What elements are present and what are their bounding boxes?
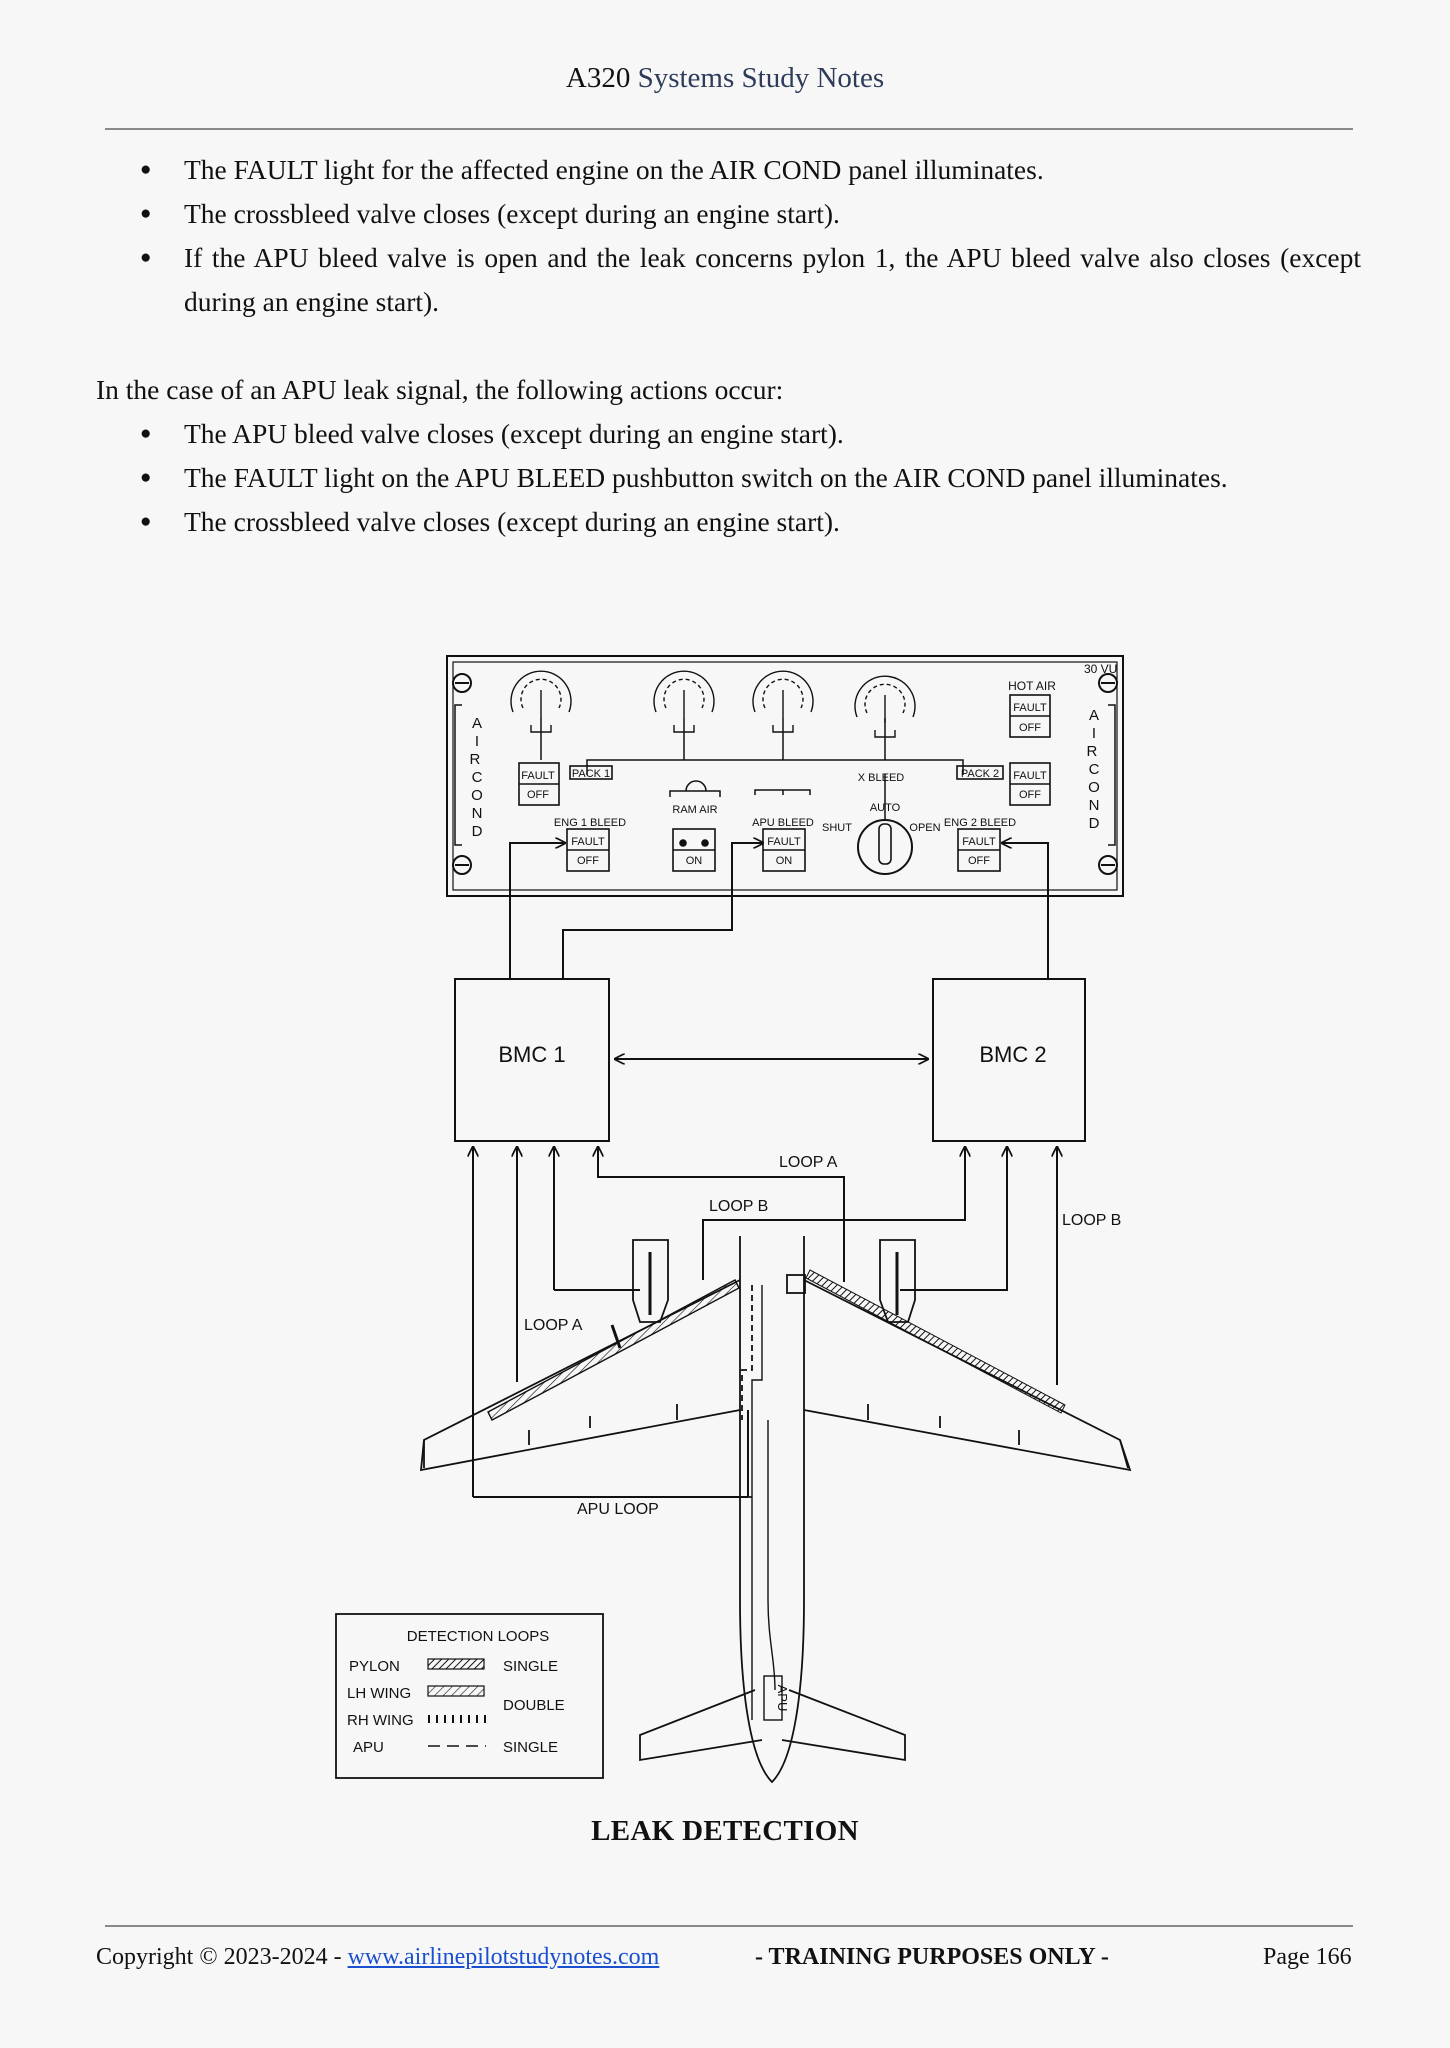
pack1-off: OFF	[527, 789, 549, 801]
page-number: Page 166	[1263, 1944, 1352, 1970]
loop-b-label-right: LOOP B	[1062, 1212, 1121, 1229]
legend-apu: APU	[353, 1739, 384, 1756]
apu-bleed-label: APU BLEED	[752, 817, 814, 829]
hot-air-off: OFF	[1019, 722, 1041, 734]
footer-rule	[105, 1925, 1353, 1927]
loop-a-label-left: LOOP A	[524, 1317, 583, 1334]
apu-bleed-fault: FAULT	[767, 836, 801, 848]
temperature-selector-knobs	[510, 670, 916, 738]
footer-notice: - TRAINING PURPOSES ONLY -	[755, 1944, 1109, 1970]
loop-a-label-top: LOOP A	[779, 1154, 838, 1171]
bmc-2-label: BMC 2	[979, 1042, 1046, 1067]
eng1-fault: FAULT	[571, 836, 605, 848]
list-item: The APU bleed valve closes (except durin…	[96, 412, 1361, 456]
rh-wing-loop	[805, 1269, 1066, 1414]
lh-wing-loop	[487, 1279, 740, 1421]
bmc-2-box	[932, 978, 1086, 1142]
legend-apu-type: SINGLE	[503, 1739, 558, 1756]
website-link[interactable]: www.airlinepilotstudynotes.com	[347, 1944, 660, 1970]
x-bleed-selector	[857, 819, 913, 875]
pack2-label: PACK 2	[961, 768, 999, 780]
legend-lh-wing: LH WING	[347, 1685, 411, 1702]
page-header: A320 Systems Study Notes	[0, 62, 1450, 95]
eng1-bleed-label: ENG 1 BLEED	[554, 817, 626, 829]
list-item: If the APU bleed valve is open and the l…	[96, 236, 1361, 324]
header-title: Systems Study Notes	[637, 62, 885, 94]
list-item: The crossbleed valve closes (except duri…	[96, 500, 1361, 544]
apu-actions-list: The APU bleed valve closes (except durin…	[96, 412, 1361, 544]
ram-air-label: RAM AIR	[672, 804, 717, 816]
hot-air-fault: FAULT	[1013, 702, 1047, 714]
list-item: The FAULT light on the APU BLEED pushbut…	[96, 456, 1361, 500]
bmc-1-label: BMC 1	[498, 1042, 565, 1067]
ram-air-on: ON	[686, 855, 703, 867]
auto-label: AUTO	[870, 802, 901, 814]
eng2-fault: FAULT	[962, 836, 996, 848]
legend-double-type: DOUBLE	[503, 1697, 565, 1714]
bmc-signal-lines	[509, 843, 1049, 1059]
panel-id: 30 VU	[1084, 662, 1117, 676]
legend-rh-wing: RH WING	[347, 1712, 414, 1729]
shut-label: SHUT	[822, 822, 852, 834]
pack1-fault: FAULT	[521, 770, 555, 782]
pack1-label: PACK 1	[572, 768, 610, 780]
copyright-text: Copyright © 2023-2024 -	[96, 1944, 348, 1970]
apu-label: APU	[775, 1685, 790, 1712]
x-bleed-label: X BLEED	[858, 772, 905, 784]
legend-pylon-type: SINGLE	[503, 1658, 558, 1675]
apu-intro: In the case of an APU leak signal, the f…	[96, 374, 784, 405]
legend-title: DETECTION LOOPS	[407, 1628, 550, 1645]
apu-loop-label: APU LOOP	[577, 1501, 659, 1518]
list-item: The FAULT light for the affected engine …	[96, 148, 1361, 192]
leak-actions-list: The FAULT light for the affected engine …	[96, 148, 1361, 324]
header-rule	[105, 128, 1353, 130]
eng2-off: OFF	[968, 855, 990, 867]
hot-air-label: HOT AIR	[1008, 679, 1056, 693]
open-label: OPEN	[909, 822, 940, 834]
panel-pushbuttons	[518, 694, 1051, 872]
footer-copyright: Copyright © 2023-2024 - www.airlinepilot…	[96, 1944, 659, 1971]
header-aircraft: A320	[565, 62, 631, 94]
list-item: The crossbleed valve closes (except duri…	[96, 192, 1361, 236]
pack2-fault: FAULT	[1013, 770, 1047, 782]
apu-bleed-on: ON	[776, 855, 793, 867]
bmc-1-box	[454, 978, 610, 1142]
loop-b-label-top: LOOP B	[709, 1198, 768, 1215]
detection-loops-legend	[335, 1613, 604, 1779]
air-cond-panel	[446, 655, 1124, 897]
eng1-off: OFF	[577, 855, 599, 867]
figure-caption: LEAK DETECTION	[591, 1815, 859, 1847]
legend-pylon: PYLON	[349, 1658, 400, 1675]
eng2-bleed-label: ENG 2 BLEED	[944, 817, 1016, 829]
pack2-off: OFF	[1019, 789, 1041, 801]
